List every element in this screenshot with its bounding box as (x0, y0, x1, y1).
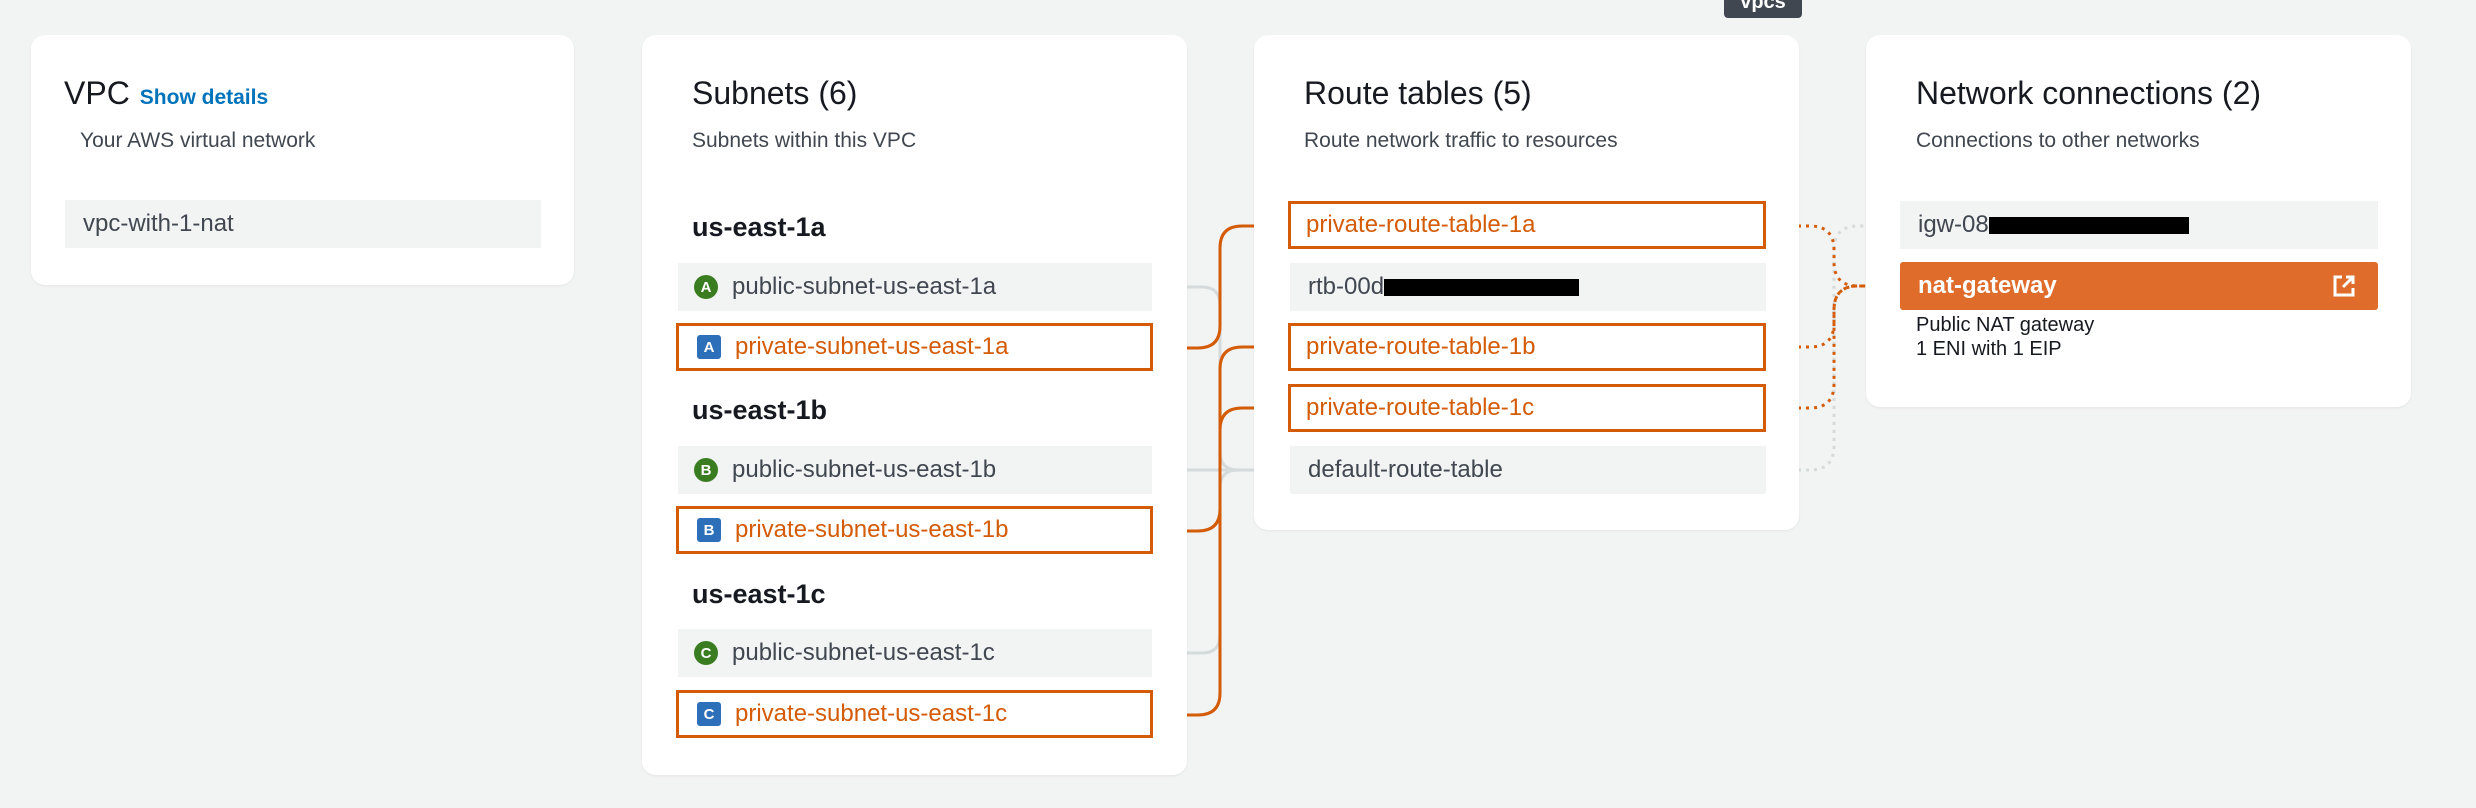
route-table-private-1a[interactable]: private-route-table-1a (1288, 201, 1766, 249)
private-subnet-badge: A (697, 335, 721, 359)
nat-links (1766, 224, 1900, 410)
route-table-label: default-route-table (1308, 456, 1503, 483)
route-table-label: private-route-table-1a (1306, 211, 1536, 238)
subnet-public-us-east-1b[interactable]: B public-subnet-us-east-1b (678, 446, 1152, 494)
route-table-label: private-route-table-1b (1306, 333, 1536, 360)
subnets-card: Subnets (6) Subnets within this VPC us-e… (642, 35, 1187, 775)
subnets-subtitle: Subnets within this VPC (692, 129, 917, 152)
private-subnet-links (1152, 224, 1288, 717)
show-details-link[interactable]: Show details (139, 86, 269, 109)
route-table-default[interactable]: default-route-table (1290, 446, 1766, 494)
subnet-label: public-subnet-us-east-1a (732, 273, 997, 300)
route-table-private-1c[interactable]: private-route-table-1c (1288, 384, 1766, 432)
route-tables-subtitle: Route network traffic to resources (1304, 129, 1618, 152)
vpcs-tooltip: vpcs (1724, 0, 1802, 18)
nat-gateway-detail: 1 ENI with 1 EIP (1916, 338, 2062, 360)
subnet-public-us-east-1a[interactable]: A public-subnet-us-east-1a (678, 263, 1152, 311)
public-subnet-badge: B (694, 458, 718, 482)
public-subnet-badge: C (694, 641, 718, 665)
subnet-public-us-east-1c[interactable]: C public-subnet-us-east-1c (678, 629, 1152, 677)
network-connections-subtitle: Connections to other networks (1916, 129, 2200, 152)
vpc-title: VPC (64, 75, 130, 111)
igw-label: igw-08 (1918, 211, 1989, 238)
nat-gateway-type: Public NAT gateway (1916, 314, 2095, 336)
public-subnet-badge: A (694, 275, 718, 299)
private-subnet-badge: B (697, 518, 721, 542)
subnet-label: private-subnet-us-east-1c (735, 700, 1008, 727)
subnet-private-us-east-1a[interactable]: A private-subnet-us-east-1a (676, 323, 1153, 371)
private-subnet-badge: C (697, 702, 721, 726)
vpc-name[interactable]: vpc-with-1-nat (65, 200, 541, 248)
route-table-rtb-00d[interactable]: rtb-00d (1290, 263, 1766, 311)
vpc-name-label: vpc-with-1-nat (83, 210, 234, 237)
subnet-private-us-east-1b[interactable]: B private-subnet-us-east-1b (676, 506, 1153, 554)
subnet-label: public-subnet-us-east-1c (732, 639, 995, 666)
network-connections-card: Network connections (2) Connections to o… (1866, 35, 2411, 407)
internet-gateway[interactable]: igw-08 (1900, 201, 2378, 249)
az-heading-us-east-1b: us-east-1b (692, 395, 828, 425)
subnet-label: public-subnet-us-east-1b (732, 456, 997, 483)
route-table-label: private-route-table-1c (1306, 394, 1535, 421)
network-connections-title: Network connections (2) (1916, 75, 2262, 111)
route-tables-title: Route tables (5) (1304, 75, 1532, 111)
external-link-icon[interactable] (2332, 274, 2356, 298)
subnet-label: private-subnet-us-east-1a (735, 333, 1009, 360)
subnet-private-us-east-1c[interactable]: C private-subnet-us-east-1c (676, 690, 1153, 738)
subnet-label: private-subnet-us-east-1b (735, 516, 1009, 543)
subnets-title: Subnets (6) (692, 75, 858, 111)
az-heading-us-east-1c: us-east-1c (692, 579, 826, 609)
route-table-label: rtb-00d (1308, 273, 1385, 300)
route-table-private-1b[interactable]: private-route-table-1b (1288, 323, 1766, 371)
route-tables-card: Route tables (5) Route network traffic t… (1254, 35, 1799, 530)
nat-gateway-label: nat-gateway (1918, 272, 2057, 299)
redacted-block (1384, 278, 1580, 296)
vpc-card-title-row: VPC Show details (64, 75, 268, 112)
az-heading-us-east-1a: us-east-1a (692, 212, 826, 242)
vpc-subtitle: Your AWS virtual network (80, 129, 316, 152)
vpc-card: VPC Show details Your AWS virtual network… (31, 35, 574, 285)
redacted-block (1988, 216, 2189, 234)
nat-gateway-description: Public NAT gateway 1 ENI with 1 EIP (1916, 313, 2094, 361)
nat-gateway[interactable]: nat-gateway (1900, 262, 2378, 310)
